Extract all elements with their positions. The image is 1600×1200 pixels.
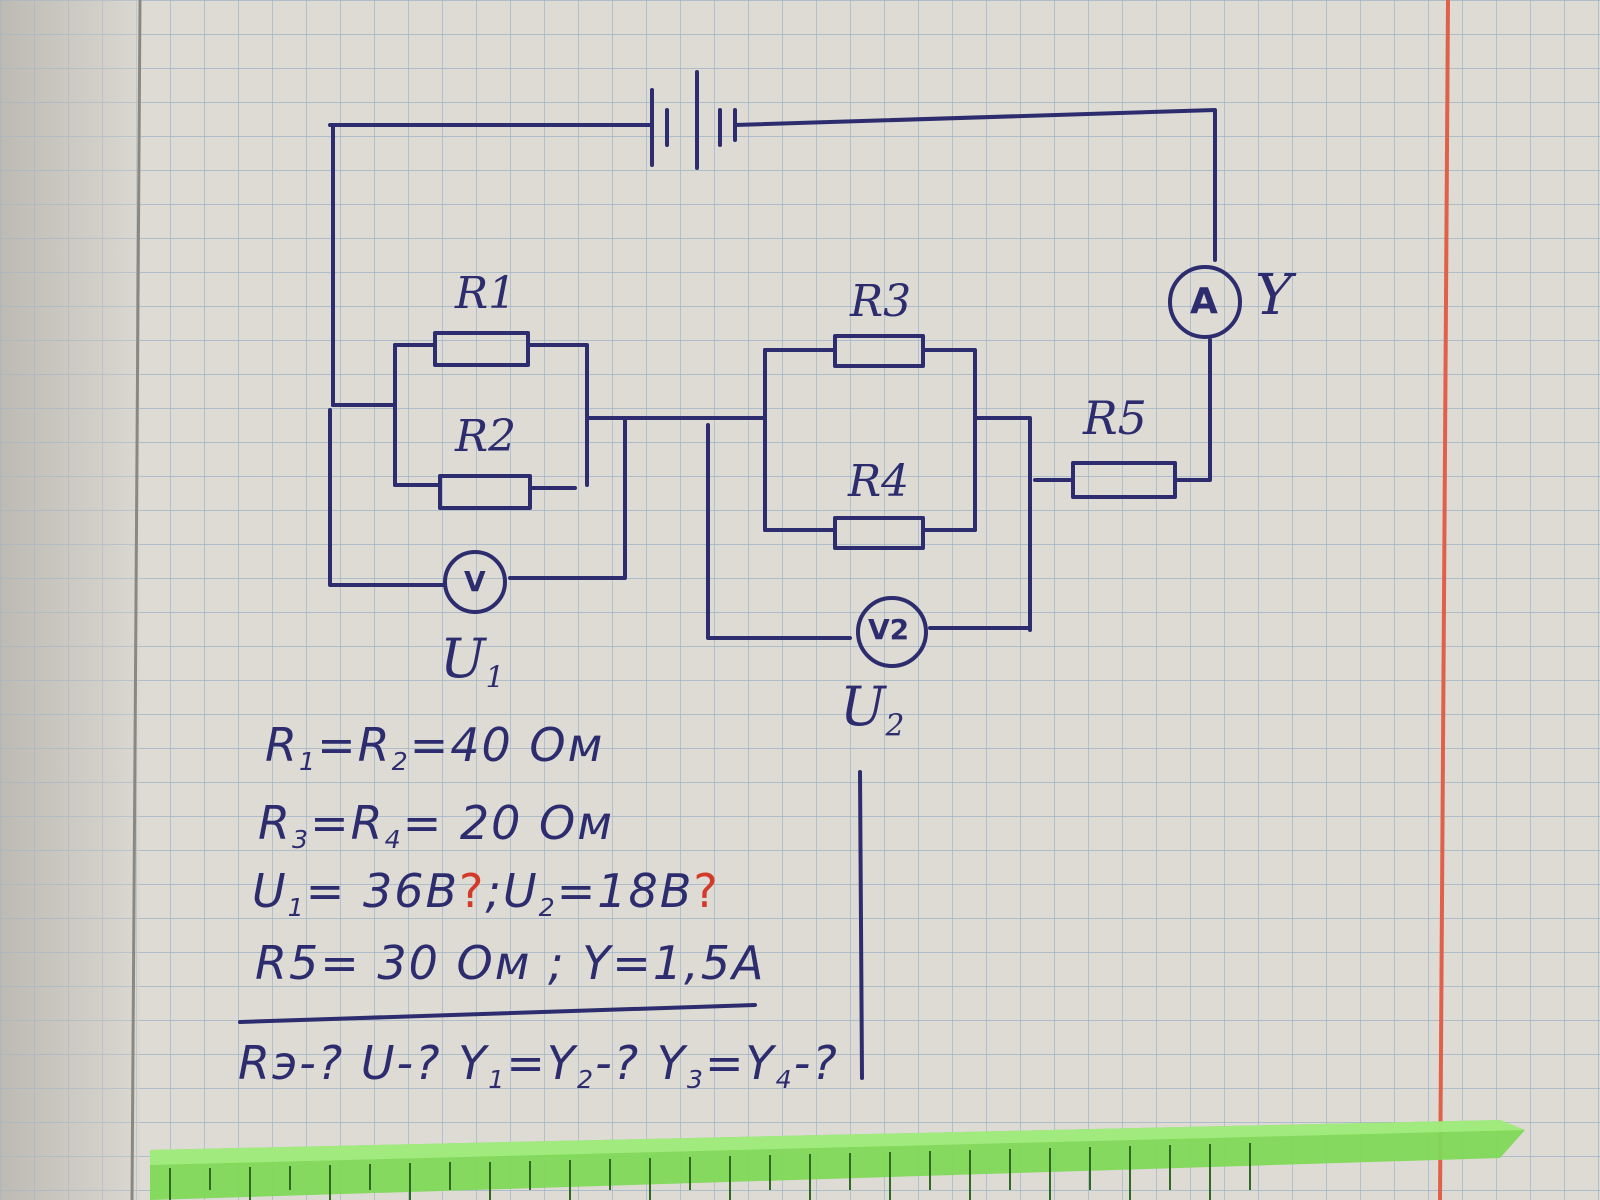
- voltmeter-1-icon: [443, 550, 507, 614]
- wire-voltmeter2-left: [706, 423, 852, 640]
- given-line-2: R3=R4= 20 Ом: [258, 796, 614, 854]
- margin-line: [1438, 0, 1450, 1200]
- resistor-r4: [833, 516, 925, 550]
- given-line-1: R1=R2=40 Ом: [265, 718, 605, 776]
- battery-icon: [650, 70, 737, 170]
- label-r2: R2: [455, 411, 517, 462]
- vertical-separator: [858, 770, 864, 1080]
- wire-voltmeter1-left: [328, 408, 447, 587]
- label-r4: R4: [848, 456, 910, 507]
- question-mark-red-1: ?: [459, 864, 486, 918]
- wire-voltmeter1-right: [508, 416, 627, 580]
- resistor-r3: [833, 334, 925, 368]
- label-u2: U2: [840, 675, 905, 744]
- voltmeter-2-icon: [856, 596, 928, 668]
- resistor-r2: [438, 474, 532, 510]
- voltmeter-1-symbol: V: [464, 565, 486, 598]
- wire-top-right: [733, 108, 1217, 262]
- label-ammeter-current: Y: [1255, 263, 1292, 328]
- label-u1: U1: [440, 627, 505, 696]
- label-r5: R5: [1083, 391, 1147, 445]
- ammeter-symbol: A: [1190, 281, 1218, 322]
- label-r1: R1: [455, 268, 517, 319]
- ruler: [150, 1120, 1525, 1200]
- resistor-r5: [1071, 461, 1177, 499]
- find-line: Rэ-? U-? Y1=Y2-? Y3=Y4-?: [238, 1036, 839, 1094]
- voltmeter-2-symbol: V2: [868, 613, 910, 646]
- label-r3: R3: [850, 276, 912, 327]
- given-line-3: U1= 36B?;U2=18B?: [252, 864, 720, 922]
- given-divider: [238, 1003, 757, 1024]
- wire-r34-right: [973, 416, 1032, 632]
- ammeter-icon: [1168, 265, 1242, 339]
- given-line-4: R5= 30 Ом ; Y=1,5A: [255, 936, 766, 990]
- resistor-r1: [433, 331, 530, 367]
- question-mark-red-2: ?: [693, 864, 720, 918]
